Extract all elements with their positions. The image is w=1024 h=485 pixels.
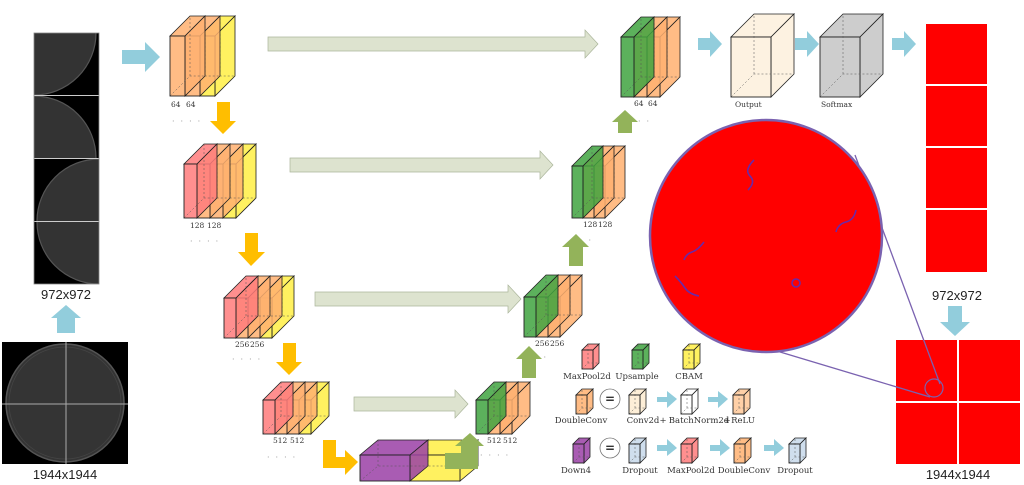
legend-plus-1: +: [659, 416, 666, 426]
dots: ····: [190, 237, 224, 246]
legend-relu-block: [732, 388, 751, 415]
dots: ··: [638, 117, 655, 126]
legend-dropout-label: Dropout: [622, 466, 658, 476]
legend-dropout2-block: [788, 437, 807, 464]
dec3-layer-1: [523, 274, 559, 338]
legend-dropout-block: [628, 437, 647, 464]
flow-arrow-up-icon: [51, 305, 81, 333]
input-full-image: [2, 342, 128, 464]
legend-plus-2: +: [723, 416, 730, 426]
legend-doubleconv2-label: DoubleConv: [718, 466, 771, 476]
skip-arrow-level3-icon: [314, 284, 522, 314]
output-full-size-label: 1944x1944: [926, 467, 990, 482]
dec4-label-a: 512: [487, 436, 502, 445]
legend-maxpool2-block: [680, 437, 699, 464]
dots: ··: [580, 236, 597, 245]
dec2-layer-1: [571, 145, 604, 219]
zoom-callout: [648, 118, 944, 398]
legend-equals-2: =: [605, 441, 615, 455]
enc3-layer-1: [223, 275, 259, 339]
dec1-layer-1: [620, 16, 655, 98]
flow-arrow-down-icon: [940, 306, 970, 336]
legend-arrow-icon: [710, 439, 730, 456]
legend-down4-block: [572, 437, 591, 464]
dec4-label-b: 512: [503, 436, 518, 445]
legend-doubleconv2-block: [733, 437, 752, 464]
enc2-label-b: 128: [207, 221, 222, 230]
enc2-label-a: 128: [190, 221, 205, 230]
enc2-layer-1: [183, 143, 218, 219]
down-arrow-2-icon: [238, 233, 265, 266]
dec1-label-b: 64: [648, 99, 658, 108]
dec1-label-a: 64: [634, 99, 644, 108]
enc1-layer-1: [169, 15, 206, 97]
input-full-size-label: 1944x1944: [33, 467, 97, 482]
legend-arrow-icon: [708, 391, 728, 408]
legend-conv2d-label: Conv2d: [627, 416, 660, 426]
enc1-label-b: 64: [186, 100, 196, 109]
output-tiles-size-label: 972x972: [932, 288, 982, 303]
legend-doubleconv-block: [575, 388, 594, 415]
legend-conv2d-block: [628, 388, 647, 415]
down-arrow-1-icon: [210, 102, 236, 134]
down-arrow-3-icon: [276, 343, 302, 375]
legend-maxpool-block: [581, 343, 600, 370]
input-tiles-image: [33, 32, 100, 285]
dec2-label-a: 128: [583, 220, 598, 229]
softmax-block-label: Softmax: [821, 100, 853, 109]
dec3-label-b: 256: [550, 339, 565, 348]
legend-maxpool2-label: MaxPool2d: [667, 466, 715, 476]
output-full-mask: [896, 340, 1020, 464]
enc4-layer-1: [262, 381, 294, 435]
up-arrow-1-icon: [445, 433, 484, 469]
legend-batchnorm-block: [680, 388, 699, 415]
legend-cbam-label: CBAM: [675, 372, 703, 382]
up-arrow-3-icon: [562, 234, 589, 266]
enc4-label-a: 512: [273, 436, 288, 445]
flow-arrow-right-icon: [795, 31, 819, 57]
up-arrow-4-icon: [612, 110, 638, 133]
enc3-label-b: 256: [250, 340, 265, 349]
output-block: [730, 13, 795, 98]
legend-relu-label: ReLU: [731, 416, 755, 426]
bottleneck-down4-layer: [358, 439, 430, 482]
dec3-label-a: 256: [535, 339, 550, 348]
legend-arrow-icon: [657, 391, 677, 408]
up-arrow-2-icon: [516, 346, 542, 378]
dots: ····: [232, 355, 266, 364]
flow-arrow-right-icon: [892, 31, 916, 57]
legend-upsample-label: Upsample: [615, 372, 658, 382]
softmax-block: [819, 13, 884, 98]
flow-arrow-right-icon: [698, 31, 722, 57]
enc1-label-a: 64: [171, 100, 181, 109]
legend-maxpool-label: MaxPool2d: [563, 372, 611, 382]
legend-batchnorm-label: BatchNorm2d: [669, 416, 730, 426]
dots: ··: [535, 353, 552, 362]
input-tiles-size-label: 972x972: [41, 287, 91, 302]
legend-cbam-block: [682, 343, 701, 370]
dec2-label-b: 128: [598, 220, 613, 229]
enc4-label-b: 512: [290, 436, 305, 445]
legend-arrow-icon: [657, 439, 677, 456]
dots: ····: [172, 117, 206, 126]
equals-circle: [599, 388, 621, 410]
output-block-label: Output: [735, 100, 762, 109]
legend-down4-label: Down4: [561, 466, 591, 476]
legend-doubleconv-label: DoubleConv: [555, 416, 608, 426]
equals-circle: [599, 437, 621, 459]
dec4-layer-1: [475, 381, 507, 435]
dots: ····: [480, 451, 514, 460]
output-tiles-mask: [926, 24, 987, 272]
legend-arrow-icon: [764, 439, 784, 456]
skip-arrow-level4-icon: [353, 389, 469, 419]
legend-dropout2-label: Dropout: [777, 466, 813, 476]
skip-arrow-level1-icon: [267, 29, 599, 59]
legend-upsample-block: [631, 343, 650, 370]
dots: ····: [267, 453, 301, 462]
legend-equals-1: =: [605, 392, 615, 406]
enc3-label-a: 256: [235, 340, 250, 349]
skip-arrow-level2-icon: [289, 150, 554, 180]
flow-arrow-right-icon: [122, 42, 160, 72]
down-arrow-4-icon: [323, 440, 358, 475]
